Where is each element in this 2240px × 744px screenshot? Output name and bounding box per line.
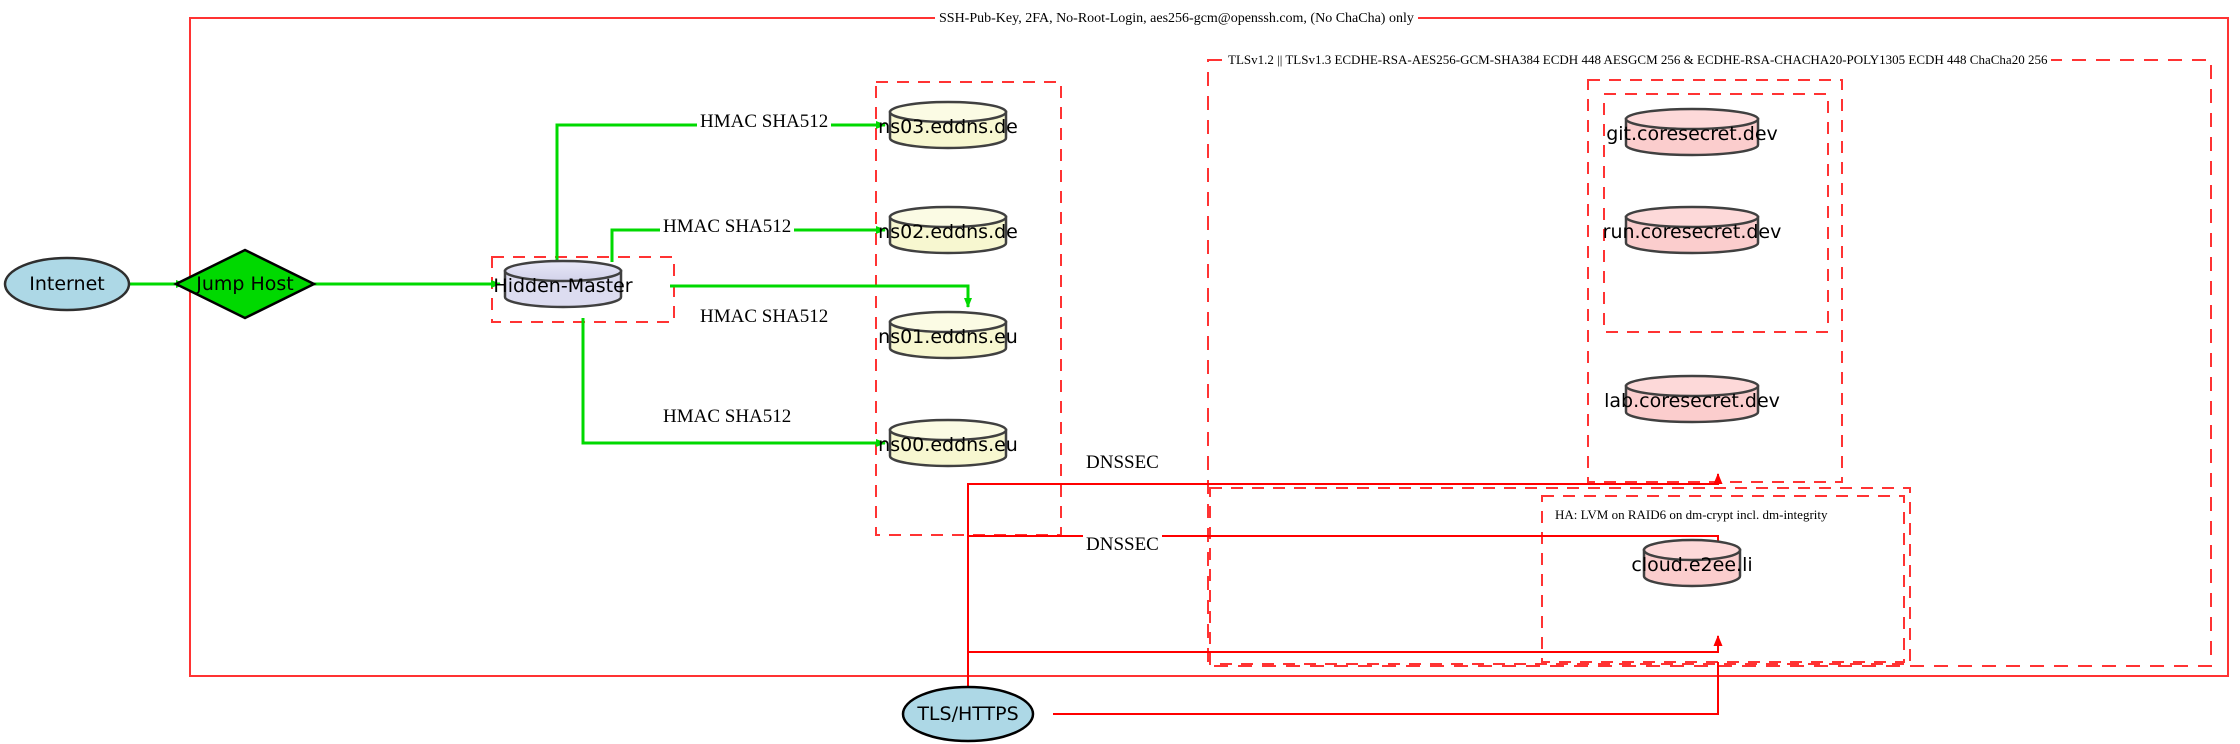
edge-label-dnssec-upper: DNSSEC <box>1083 452 1162 474</box>
node-ns03-label[interactable]: ns03.eddns.de <box>878 116 1018 138</box>
edge-label-dnssec-lower: DNSSEC <box>1083 534 1162 556</box>
node-ns02-shape[interactable] <box>888 205 1008 255</box>
edge-tlshttps-right <box>1053 662 1719 715</box>
node-internet-shape[interactable] <box>3 256 131 312</box>
node-lab-shape[interactable] <box>1624 374 1760 424</box>
edge-hidden-ns00 <box>581 318 886 447</box>
node-ns00-label[interactable]: ns00.eddns.eu <box>878 434 1018 456</box>
cluster-ha <box>1541 495 1905 663</box>
node-hidden-master-label[interactable]: Hidden-Master <box>493 275 633 297</box>
node-lab-label[interactable]: lab.coresecret.dev <box>1604 390 1780 412</box>
node-run-label[interactable]: run.coresecret.dev <box>1602 221 1782 243</box>
node-ns00-shape[interactable] <box>888 418 1008 468</box>
node-jumphost-shape[interactable] <box>173 248 317 320</box>
edge-label-hmac-ns02: HMAC SHA512 <box>660 216 795 238</box>
edge-tlshttps-up <box>967 535 1009 695</box>
edge-label-hmac-ns00: HMAC SHA512 <box>660 406 795 428</box>
edge-dnssec-ha-arrow <box>968 635 1723 653</box>
node-ns03-shape[interactable] <box>888 100 1008 150</box>
cluster-outer-label: SSH-Pub-Key, 2FA, No-Root-Login, aes256-… <box>935 11 1418 27</box>
edge-hidden-ns01 <box>670 284 972 308</box>
node-internet-label[interactable]: Internet <box>29 273 105 295</box>
node-hidden-master-shape[interactable] <box>503 259 623 309</box>
edge-label-hmac-ns01: HMAC SHA512 <box>697 306 832 328</box>
node-cloud-shape[interactable] <box>1642 538 1742 588</box>
node-git-label[interactable]: git.coresecret.dev <box>1606 123 1778 145</box>
edge-label-hmac-ns03: HMAC SHA512 <box>697 111 832 133</box>
edge-dnssec-upper <box>967 473 1723 536</box>
node-ns01-label[interactable]: ns01.eddns.eu <box>878 326 1018 348</box>
cluster-tls <box>1207 59 2212 667</box>
node-cloud-label[interactable]: cloud.e2ee.li <box>1631 554 1753 576</box>
cluster-ha-label: HA: LVM on RAID6 on dm-crypt incl. dm-in… <box>1551 507 1832 523</box>
cluster-tls-label: TLSv1.2 || TLSv1.3 ECDHE-RSA-AES256-GCM-… <box>1224 52 2052 68</box>
cluster-coresecret-inner <box>1603 93 1829 333</box>
node-ns01-shape[interactable] <box>888 310 1008 360</box>
node-ns02-label[interactable]: ns02.eddns.de <box>878 221 1018 243</box>
node-tlshttps-shape[interactable] <box>901 685 1035 743</box>
node-tlshttps-label[interactable]: TLS/HTTPS <box>917 703 1019 725</box>
edge-hidden-ns03 <box>555 121 886 262</box>
node-git-shape[interactable] <box>1624 107 1760 157</box>
cluster-dnssec-region <box>1209 487 1911 665</box>
node-run-shape[interactable] <box>1624 205 1760 255</box>
cluster-nameservers <box>875 81 1062 536</box>
node-jumphost-label[interactable]: Jump Host <box>196 273 294 295</box>
